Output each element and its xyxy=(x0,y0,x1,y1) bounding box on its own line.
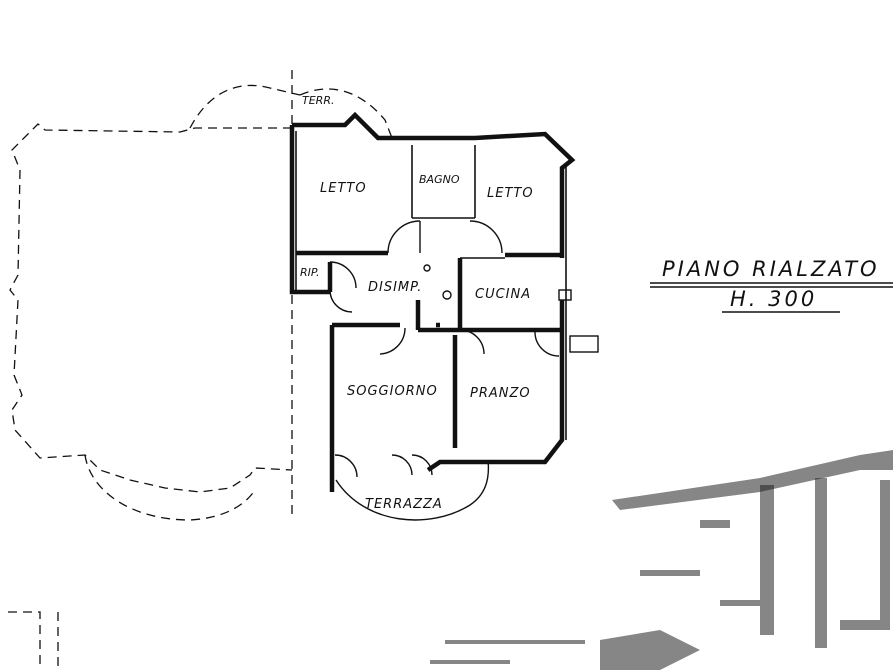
terrace-outlines xyxy=(335,459,490,521)
plan-height-label: H. 300 xyxy=(730,287,817,311)
label-pranzo: PRANZO xyxy=(470,386,531,401)
door-swings xyxy=(329,220,599,478)
label-terr-top: TERR. xyxy=(302,94,334,107)
label-terrazza: TERRAZZA xyxy=(365,497,443,512)
adjacent-building-outline xyxy=(8,70,393,670)
label-disimp: DISIMP. xyxy=(368,280,422,295)
label-soggiorno: SOGGIORNO xyxy=(347,384,438,399)
plan-title-block: PIANO RIALZATO H. 300 xyxy=(650,257,893,313)
label-letto-right: LETTO xyxy=(487,186,534,201)
label-rip: RIP. xyxy=(300,266,320,279)
label-bagno: BAGNO xyxy=(419,173,460,186)
label-letto-left: LETTO xyxy=(320,181,367,196)
plan-title: PIANO RIALZATO xyxy=(662,257,880,281)
apartment-walls xyxy=(289,111,576,492)
label-cucina: CUCINA xyxy=(475,287,531,302)
adjacent-building-scan-noise xyxy=(430,450,893,670)
